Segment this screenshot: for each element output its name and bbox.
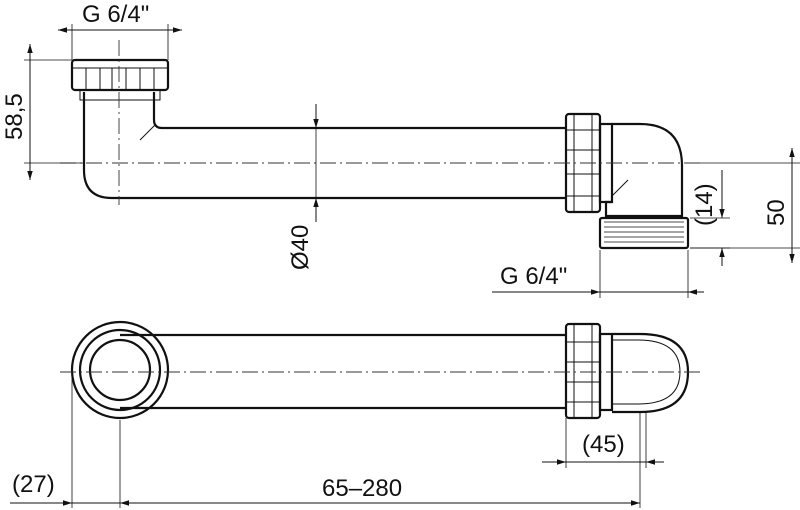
dim-elbow-width-label: (45) (582, 431, 625, 458)
dim-pipe-diameter-label: Ø40 (287, 225, 314, 270)
outlet-thread (598, 216, 690, 250)
outlet-elbow (604, 122, 684, 218)
dimension-length-range: 65–280 (120, 412, 641, 508)
top-nut (70, 58, 170, 101)
dim-top-thread-label: G 6/4" (82, 1, 149, 28)
plan-union-nut (564, 322, 614, 420)
inlet-pipe-outer (82, 92, 566, 200)
plan-view (60, 320, 700, 420)
dimension-flange-offset: (27) (10, 372, 121, 508)
dim-length-range-label: 65–280 (322, 475, 402, 502)
side-view (60, 40, 700, 250)
inlet-flange-outer (70, 320, 170, 420)
dimension-elbow-width: (45) (542, 412, 664, 468)
plan-elbow (612, 332, 690, 414)
inlet-pipe-inner (152, 92, 566, 130)
dim-outlet-offset-label: (14) (691, 183, 718, 226)
dim-outlet-thread-label: G 6/4" (500, 263, 567, 290)
dim-flange-offset-label: (27) (12, 471, 55, 498)
dimension-outlet-thread: G 6/4" (492, 250, 704, 298)
elbow-seam (611, 179, 629, 197)
dimension-inlet-height: 58,5 (1, 44, 84, 180)
dimension-pipe-diameter: Ø40 (287, 104, 319, 270)
dim-inlet-height-label: 58,5 (1, 93, 28, 140)
inlet-flange-mid (78, 328, 162, 412)
dimension-outlet-offset: (14) (690, 170, 730, 266)
bend-seam (139, 123, 157, 141)
inlet-flange-inner (88, 338, 152, 402)
dim-outlet-height-label: 50 (763, 199, 790, 226)
dimension-outlet-height: 50 (690, 148, 800, 263)
dimension-top-thread: G 6/4" (58, 1, 182, 60)
